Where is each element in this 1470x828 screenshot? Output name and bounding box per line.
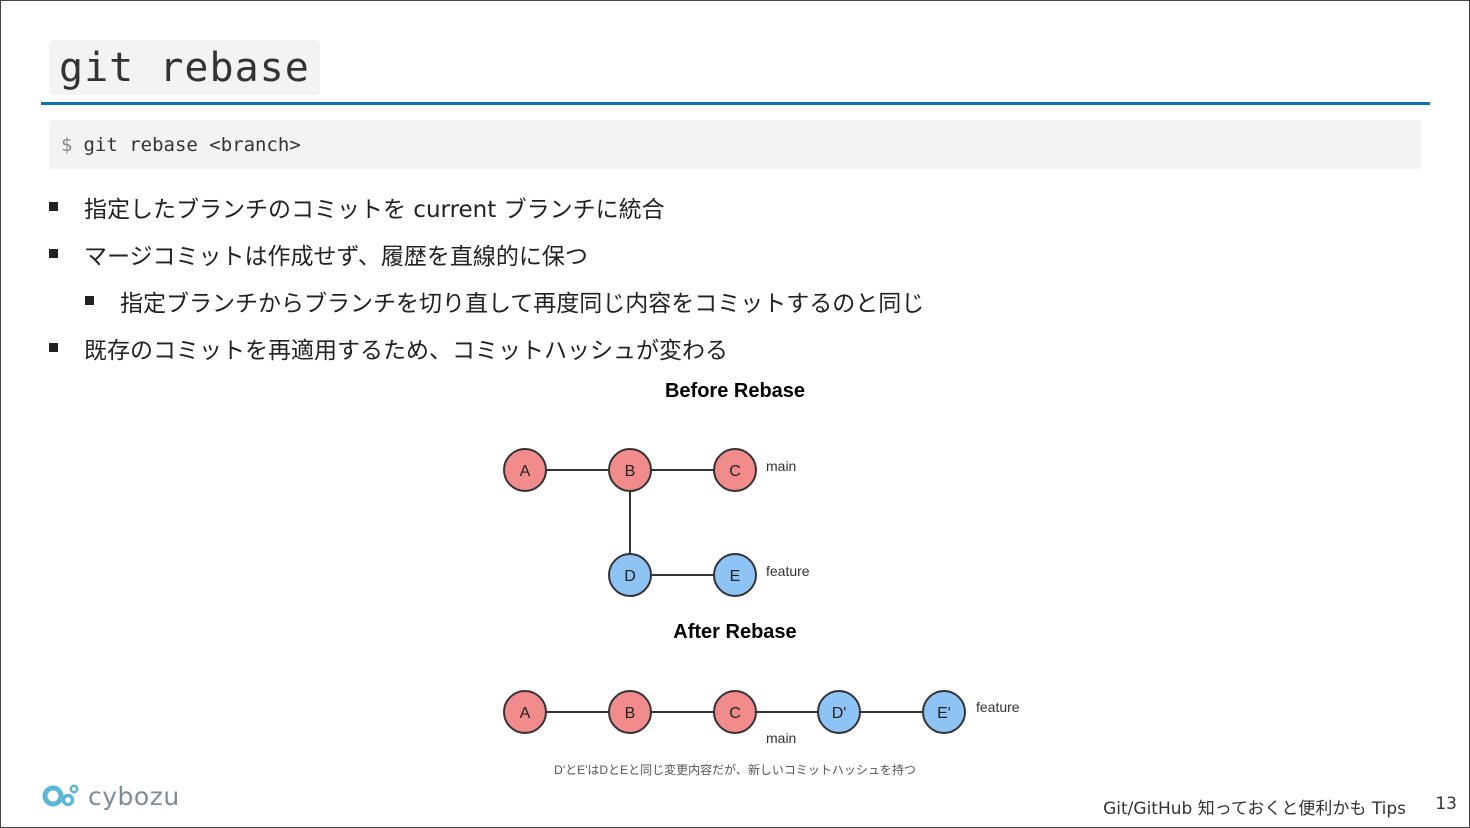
square-bullet-icon [49,202,58,211]
diagram-caption: D'とE'はDとEと同じ変更内容だが、新しいコミットハッシュを持つ [554,762,916,777]
commit-label: A [520,705,531,722]
title-underline [41,102,1430,105]
commit-label: E' [937,705,951,722]
code-prompt: $ [61,133,73,156]
slide-title: git rebase [59,44,310,91]
branch-label-feature: feature [976,699,1020,715]
commit-label: C [729,705,741,722]
branch-label-main: main [766,458,796,474]
code-command: git rebase <branch> [83,133,301,156]
bullet-item: 指定したブランチのコミットを current ブランチに統合 [49,183,1349,230]
commit-label: A [520,463,531,480]
logo-wordmark: cybozu [88,781,180,811]
commit-node: A [503,690,547,734]
commit-node: E' [922,690,966,734]
commit-node: C [713,690,757,734]
square-bullet-icon [49,343,58,352]
branch-label-main: main [766,730,796,746]
branch-label-feature: feature [766,563,810,579]
commit-label: D [624,568,636,585]
bullet-list: 指定したブランチのコミットを current ブランチに統合 マージコミットは作… [49,183,1349,371]
slide-title-box: git rebase [49,40,320,95]
commit-node: A [503,448,547,492]
commit-node: E [713,553,757,597]
code-block: $ git rebase <branch> [49,120,1421,169]
sub-bullet-item: 指定ブランチからブランチを切り直して再度同じ内容をコミットするのと同じ [49,277,1349,324]
commit-node: B [608,448,652,492]
commit-node: D' [817,690,861,734]
footer-title: Git/GitHub 知っておくと便利かも Tips [1103,799,1406,819]
bullet-text: マージコミットは作成せず、履歴を直線的に保つ [84,243,588,270]
commit-label: B [625,463,636,480]
after-rebase-title: After Rebase [673,621,796,643]
commit-label: B [625,705,636,722]
cybozu-logo: cybozu [42,781,180,811]
commit-label: E [730,568,741,585]
bullet-text: 指定したブランチのコミットを current ブランチに統合 [84,196,665,223]
cybozu-logo-icon [42,784,79,807]
bullet-text: 既存のコミットを再適用するため、コミットハッシュが変わる [84,337,728,364]
page-number: 13 [1435,794,1457,814]
commit-node: D [608,553,652,597]
commit-label: C [729,463,741,480]
before-rebase-title: Before Rebase [665,380,805,402]
bullet-text: 指定ブランチからブランチを切り直して再度同じ内容をコミットするのと同じ [120,290,925,317]
bullet-item: 既存のコミットを再適用するため、コミットハッシュが変わる [49,324,1349,371]
commit-node: C [713,448,757,492]
commit-node: B [608,690,652,734]
bullet-item: マージコミットは作成せず、履歴を直線的に保つ [49,230,1349,277]
square-bullet-icon [49,249,58,258]
commit-label: D' [832,705,847,722]
square-bullet-icon [85,296,94,305]
